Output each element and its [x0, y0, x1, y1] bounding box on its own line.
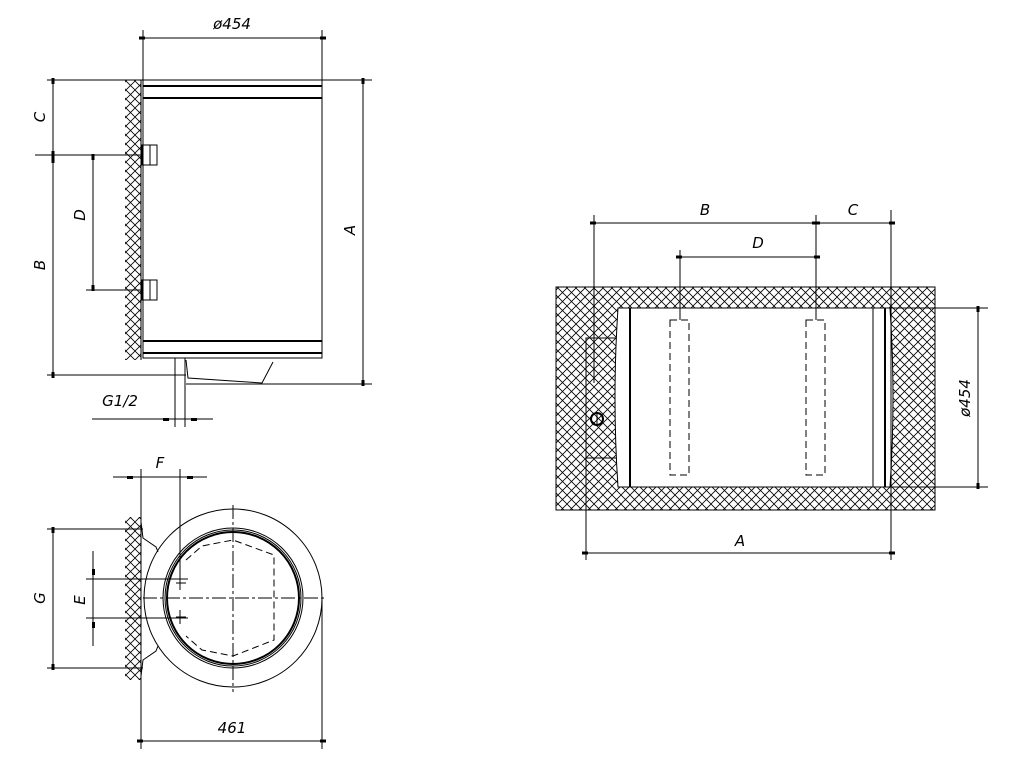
depth-label: 461	[218, 719, 247, 737]
diameter-label: ø454	[956, 379, 974, 418]
dim-c-label: C	[31, 111, 49, 122]
dim-f-label: F	[156, 454, 165, 472]
diameter-label: ø454	[212, 15, 251, 33]
wall-hatch	[125, 517, 141, 680]
horizontal-view: B C D A ø454	[555, 201, 988, 560]
top-view: F G E 461	[31, 454, 327, 749]
dim-b-label: B	[31, 260, 49, 270]
tank-body	[614, 307, 894, 488]
dim-d-label: D	[71, 209, 89, 221]
pipe-thread-label: G1/2	[102, 392, 138, 410]
dim-g-label: G	[31, 592, 49, 604]
dim-b-label: B	[700, 201, 710, 219]
dim-d-label: D	[752, 234, 764, 252]
tank-body	[142, 79, 323, 359]
side-view: ø454 C B D A G1/2	[31, 15, 372, 427]
dim-c-label: C	[848, 201, 859, 219]
dim-a-label: A	[341, 225, 359, 236]
control-box	[185, 359, 274, 384]
wall-hatch	[125, 80, 141, 360]
bracket-dashed	[669, 319, 690, 476]
dim-a-label: A	[734, 532, 745, 550]
dim-e-label: E	[71, 595, 89, 605]
bracket-dashed	[805, 319, 826, 476]
